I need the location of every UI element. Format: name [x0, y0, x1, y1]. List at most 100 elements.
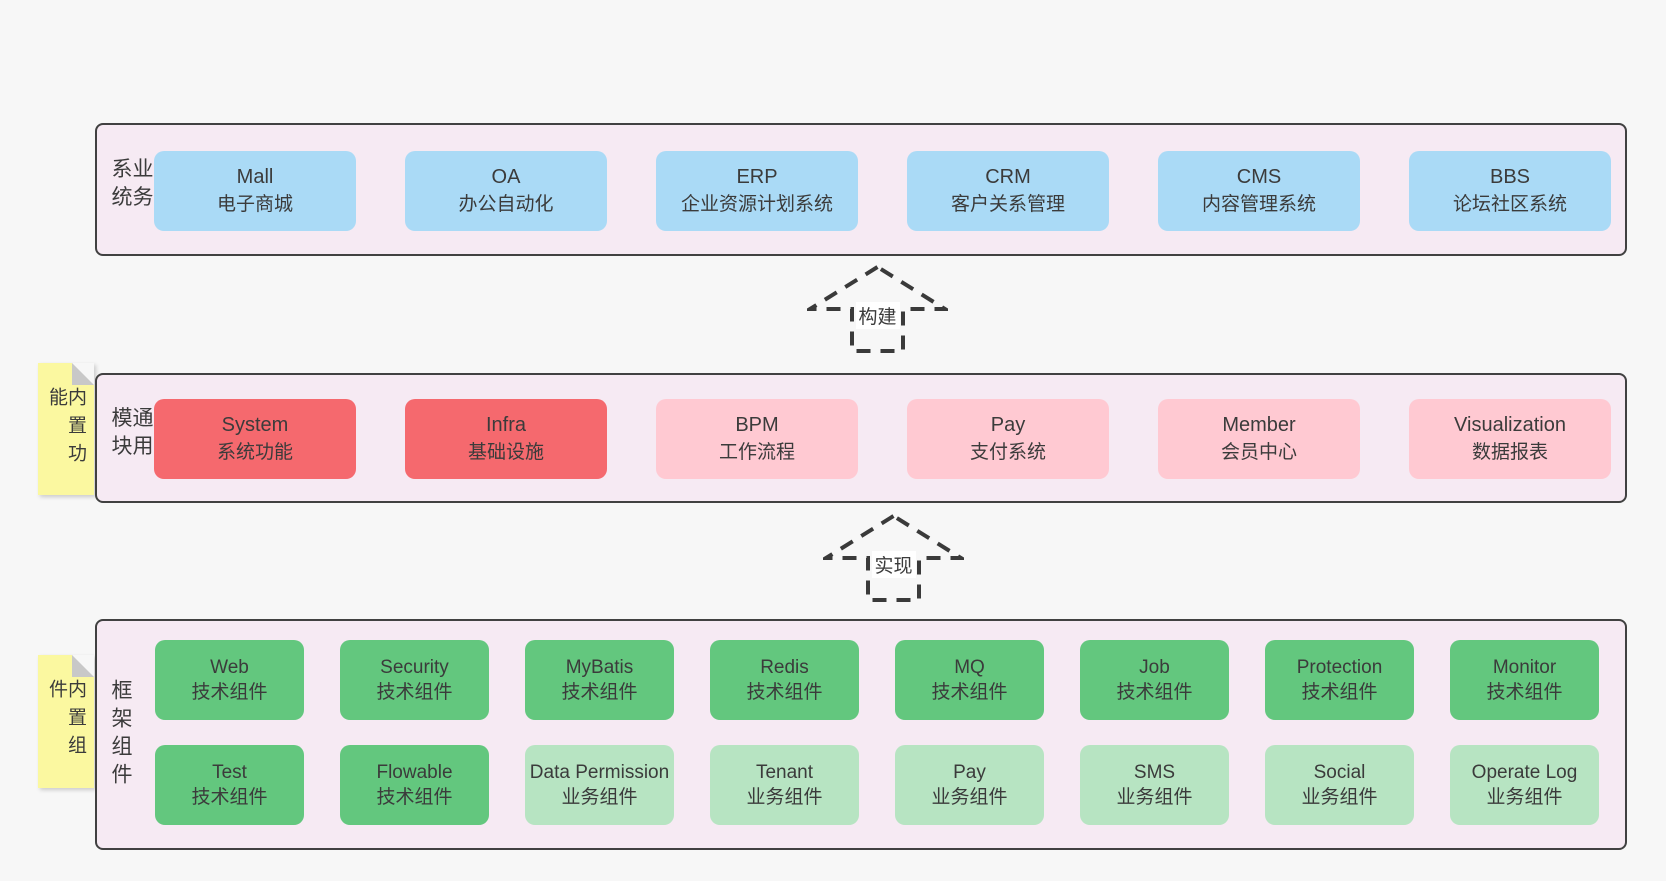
component-box-flowable: Flowable 技术组件 — [340, 745, 489, 825]
box-subtitle: 技术组件 — [561, 682, 638, 703]
framework-components-row-1: Web 技术组件 Security 技术组件 MyBatis 技术组件 Redi… — [155, 640, 1599, 720]
box-subtitle: 技术组件 — [376, 787, 453, 808]
dashed-up-arrow-icon — [823, 513, 964, 602]
component-box-pay: Pay 业务组件 — [895, 745, 1044, 825]
box-subtitle: 办公自动化 — [458, 194, 554, 215]
module-box-bpm: BPM 工作流程 — [656, 399, 858, 479]
component-box-mq: MQ 技术组件 — [895, 640, 1044, 720]
panel-label-business-systems: 业务系统 — [109, 157, 153, 214]
box-subtitle: 技术组件 — [1301, 682, 1378, 703]
component-box-sms: SMS 业务组件 — [1080, 745, 1229, 825]
box-subtitle: 技术组件 — [1486, 682, 1563, 703]
dashed-up-arrow-icon — [807, 264, 948, 353]
business-systems-row: Mall 电子商城 OA 办公自动化 ERP 企业资源计划系统 CRM 客户关系… — [154, 151, 1611, 231]
component-box-security: Security 技术组件 — [340, 640, 489, 720]
business-box-cms: CMS 内容管理系统 — [1158, 151, 1360, 231]
panel-label-framework-components: 框架组件 — [109, 678, 132, 791]
box-subtitle: 论坛社区系统 — [1452, 194, 1567, 215]
component-box-web: Web 技术组件 — [155, 640, 304, 720]
box-title: CMS — [1236, 166, 1282, 188]
component-box-job: Job 技术组件 — [1080, 640, 1229, 720]
box-subtitle: 技术组件 — [191, 682, 268, 703]
box-title: SMS — [1133, 762, 1176, 783]
box-subtitle: 业务组件 — [561, 787, 638, 808]
box-title: Test — [212, 762, 247, 783]
box-subtitle: 内容管理系统 — [1201, 194, 1316, 215]
component-box-test: Test 技术组件 — [155, 745, 304, 825]
module-box-system: System 系统功能 — [154, 399, 356, 479]
business-box-erp: ERP 企业资源计划系统 — [656, 151, 858, 231]
box-title: MyBatis — [565, 657, 634, 678]
box-subtitle: 业务组件 — [1486, 787, 1563, 808]
common-modules-panel: 通用模块 System 系统功能 Infra 基础设施 BPM 工作流程 Pay… — [95, 373, 1627, 503]
build-arrow: 构建 — [807, 263, 948, 355]
box-subtitle: 企业资源计划系统 — [680, 194, 833, 215]
box-title: Mall — [236, 166, 274, 188]
box-title: BBS — [1489, 166, 1531, 188]
box-subtitle: 技术组件 — [746, 682, 823, 703]
box-subtitle: 业务组件 — [1116, 787, 1193, 808]
component-box-protection: Protection 技术组件 — [1265, 640, 1414, 720]
box-subtitle: 技术组件 — [376, 682, 453, 703]
business-box-oa: OA 办公自动化 — [405, 151, 607, 231]
box-subtitle: 业务组件 — [931, 787, 1008, 808]
box-subtitle: 技术组件 — [931, 682, 1008, 703]
box-title: CRM — [985, 166, 1031, 188]
box-title: Flowable — [376, 762, 453, 783]
panel-label-common-modules: 通用模块 — [109, 406, 153, 463]
box-title: Redis — [760, 657, 809, 678]
component-box-data-permission: Data Permission 业务组件 — [525, 745, 674, 825]
box-title: Protection — [1296, 657, 1383, 678]
box-subtitle: 系统功能 — [216, 442, 293, 463]
module-box-infra: Infra 基础设施 — [405, 399, 607, 479]
module-box-member: Member 会员中心 — [1158, 399, 1360, 479]
box-title: Data Permission — [529, 762, 670, 783]
business-systems-panel: 业务系统 Mall 电子商城 OA 办公自动化 ERP 企业资源计划系统 CRM… — [95, 123, 1627, 256]
box-title: ERP — [736, 166, 778, 188]
sticky-fold-corner-icon — [72, 363, 94, 385]
common-modules-row: System 系统功能 Infra 基础设施 BPM 工作流程 Pay 支付系统… — [154, 399, 1611, 479]
component-box-operate-log: Operate Log 业务组件 — [1450, 745, 1599, 825]
business-box-crm: CRM 客户关系管理 — [907, 151, 1109, 231]
box-title: System — [221, 414, 289, 436]
box-title: Social — [1313, 762, 1366, 783]
box-subtitle: 会员中心 — [1220, 442, 1297, 463]
component-box-mybatis: MyBatis 技术组件 — [525, 640, 674, 720]
box-title: OA — [491, 166, 521, 188]
box-title: Pay — [953, 762, 986, 783]
box-title: Pay — [990, 414, 1026, 436]
box-title: BPM — [735, 414, 779, 436]
box-subtitle: 支付系统 — [969, 442, 1046, 463]
box-title: Operate Log — [1471, 762, 1578, 783]
sticky-label: 内置组件 — [46, 679, 86, 763]
box-title: Monitor — [1492, 657, 1557, 678]
box-title: MQ — [954, 657, 985, 678]
box-title: Member — [1222, 414, 1296, 436]
sticky-fold-corner-icon — [72, 655, 94, 677]
business-box-bbs: BBS 论坛社区系统 — [1409, 151, 1611, 231]
component-box-redis: Redis 技术组件 — [710, 640, 859, 720]
component-box-monitor: Monitor 技术组件 — [1450, 640, 1599, 720]
box-subtitle: 数据报表 — [1471, 442, 1548, 463]
box-title: Visualization — [1454, 414, 1566, 436]
sticky-label: 内置功能 — [46, 387, 86, 471]
box-title: Job — [1139, 657, 1170, 678]
build-arrow-label: 构建 — [855, 302, 900, 329]
box-subtitle: 业务组件 — [1301, 787, 1378, 808]
sticky-note-builtin-features: 内置功能 — [38, 363, 94, 495]
box-subtitle: 技术组件 — [1116, 682, 1193, 703]
business-box-mall: Mall 电子商城 — [154, 151, 356, 231]
box-title: Security — [380, 657, 449, 678]
box-subtitle: 工作流程 — [718, 442, 795, 463]
implement-arrow: 实现 — [823, 512, 964, 604]
box-subtitle: 技术组件 — [191, 787, 268, 808]
box-title: Infra — [485, 414, 527, 436]
framework-components-row-2: Test 技术组件 Flowable 技术组件 Data Permission … — [155, 745, 1599, 825]
box-title: Web — [210, 657, 249, 678]
implement-arrow-label: 实现 — [871, 551, 916, 578]
box-title: Tenant — [755, 762, 814, 783]
component-box-tenant: Tenant 业务组件 — [710, 745, 859, 825]
module-box-pay: Pay 支付系统 — [907, 399, 1109, 479]
box-subtitle: 客户关系管理 — [950, 194, 1065, 215]
